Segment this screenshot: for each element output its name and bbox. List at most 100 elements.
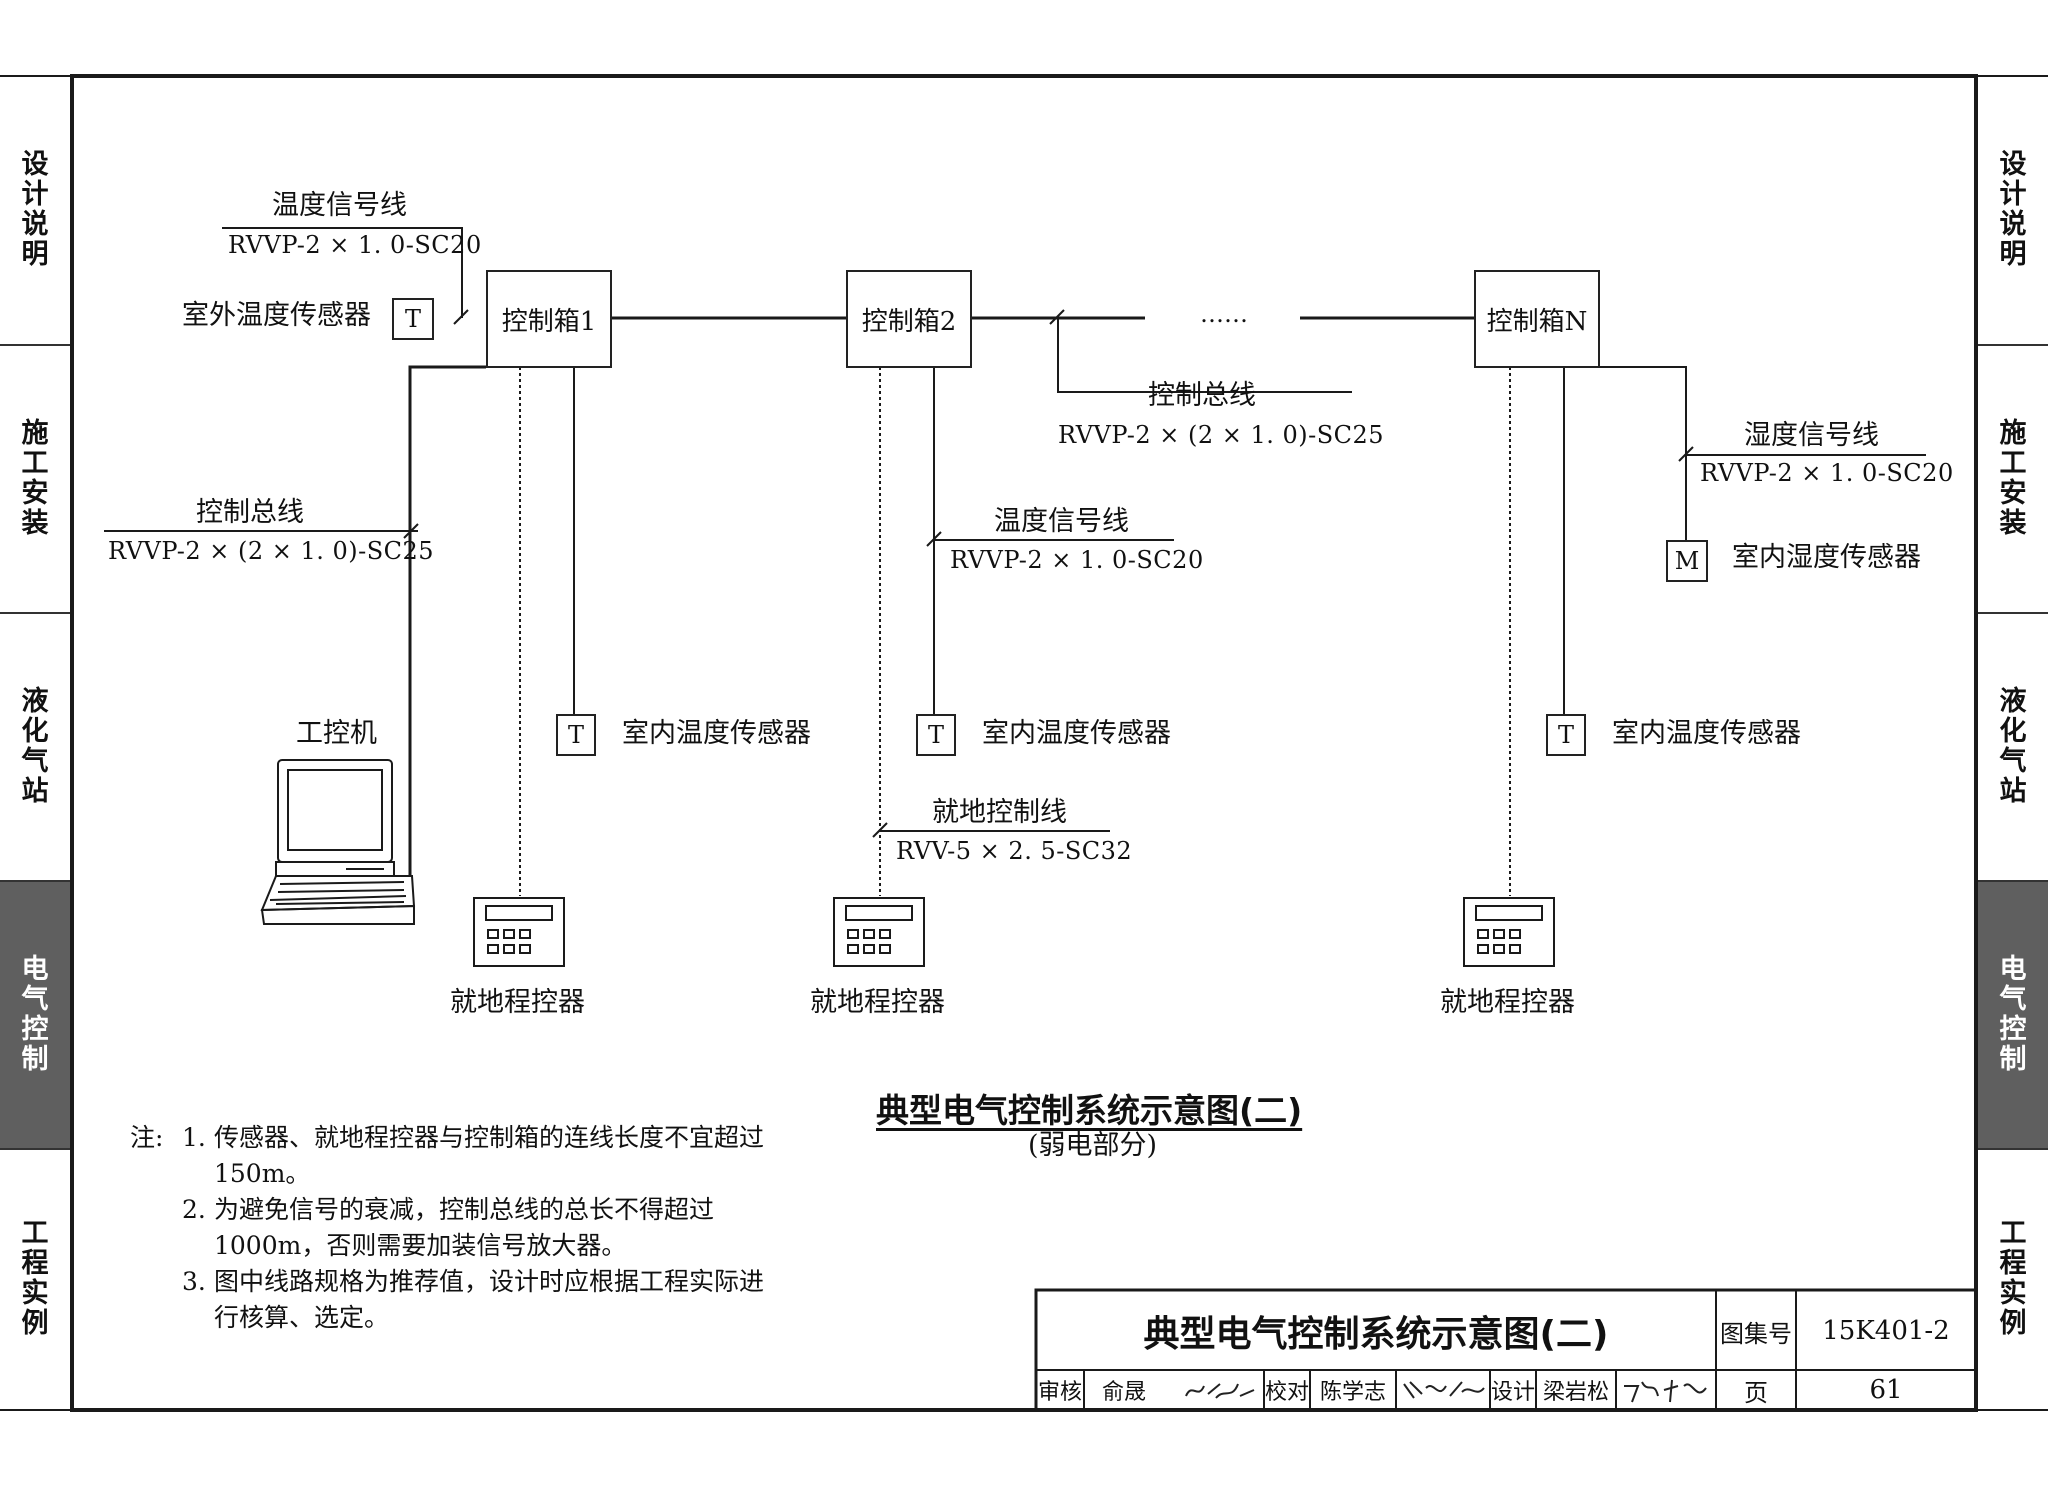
right-side-tabs: 设计说明 施工安装 液化气站 电气控制 工程实例 [1978,76,2048,1410]
local-controller-label-2: 就地程控器 [810,987,945,1018]
outdoor-temp-leader [222,227,463,318]
side-tab-label: 工程实例 [1999,1218,2027,1339]
bus-left-tick [403,523,419,539]
figure-title: 典型电气控制系统示意图(二) [876,1091,1303,1130]
outdoor-sensor-box: T [392,298,434,340]
indoor-sensor-box-1: T [556,714,596,756]
side-tab-label: 电气控制 [21,954,49,1075]
title-block-title: 典型电气控制系统示意图(二) [1143,1314,1609,1355]
atlas-number: 15K401-2 [1822,1316,1950,1346]
designer-signature [1624,1379,1707,1403]
temp-line-top-name: 温度信号线 [272,190,407,221]
note-text: 为避免信号的衰减，控制总线的总长不得超过1000m，否则需要加装信号放大器。 [214,1195,715,1260]
left-side-tabs: 设计说明 施工安装 液化气站 电气控制 工程实例 [0,76,70,1410]
side-tab-label: 电气控制 [1999,954,2027,1075]
note-number: 2. [182,1195,206,1224]
control-box-2: 控制箱2 [846,270,972,368]
note-number: 3. [182,1267,206,1296]
bus-mid-leader [1057,316,1352,393]
bus-ellipsis: …… [1200,300,1248,328]
local-controller-label-n: 就地程控器 [1440,987,1575,1018]
local-controller-label-1: 就地程控器 [450,987,585,1018]
designer-name: 梁岩松 [1542,1380,1609,1405]
tab-divider [1978,344,2048,346]
temp-line-top-spec: RVVP-2 × 1. 0-SC20 [228,231,482,259]
drawing-frame [70,74,1978,1412]
note-number: 1. [182,1123,206,1152]
indoor-sensor-label-n: 室内温度传感器 [1612,718,1801,749]
bus-left-spec: RVVP-2 × (2 × 1. 0)-SC25 [108,537,435,565]
side-tab-label: 设计说明 [1999,149,2027,270]
side-tab-label: 工程实例 [21,1218,49,1339]
tab-divider [1978,880,2048,882]
local-line-name: 就地控制线 [932,797,1067,828]
side-tab-design-notes[interactable]: 设计说明 [1978,76,2048,344]
local-controller-icon-2 [833,897,925,967]
side-tab-project-examples[interactable]: 工程实例 [0,1150,70,1408]
side-tab-construction[interactable]: 施工安装 [0,346,70,612]
temp-mid-tick [926,531,942,547]
side-tab-label: 液化气站 [21,686,49,807]
indoor-sensor-box-2: T [916,714,956,756]
tab-divider [1978,612,2048,614]
check-label: 校对 [1264,1380,1309,1405]
tab-divider [1978,1148,2048,1150]
bus-mid-spec: RVVP-2 × (2 × 1. 0)-SC25 [1058,421,1385,449]
local-controller-icon-1 [473,897,565,967]
side-tab-project-examples[interactable]: 工程实例 [1978,1150,2048,1408]
humidity-tick [1678,446,1694,462]
page-number: 61 [1869,1375,1903,1405]
bus-mid-tick [1049,309,1065,325]
figure-subtitle: (弱电部分) [1028,1130,1158,1161]
checker-signature [1403,1381,1485,1399]
ipc-bus-line [408,365,486,876]
note-text: 传感器、就地程控器与控制箱的连线长度不宜超过150m。 [214,1123,765,1188]
page-label: 页 [1744,1378,1768,1407]
tab-divider [0,612,70,614]
outdoor-temp-tick [453,309,469,325]
control-box-1: 控制箱1 [486,270,612,368]
control-box-n: 控制箱N [1474,270,1600,368]
indoor-sensor-box-n: T [1546,714,1586,756]
temp-line-mid-name: 温度信号线 [994,506,1129,537]
tab-divider [0,1148,70,1150]
atlas-label: 图集号 [1720,1319,1792,1348]
tab-divider [0,344,70,346]
side-tab-construction[interactable]: 施工安装 [1978,346,2048,612]
design-label: 设计 [1490,1380,1535,1405]
side-tab-label: 施工安装 [1999,418,2027,539]
reviewer-signature [1185,1383,1255,1399]
side-tab-lpg-station[interactable]: 液化气站 [0,614,70,880]
side-tab-label: 施工安装 [21,418,49,539]
local-line-tick [872,822,888,838]
temp-line-mid-spec: RVVP-2 × 1. 0-SC20 [950,546,1204,574]
bus-left-name: 控制总线 [196,497,304,528]
side-tab-lpg-station[interactable]: 液化气站 [1978,614,2048,880]
humidity-sensor-label: 室内湿度传感器 [1732,542,1921,573]
indoor-sensor-label-1: 室内温度传感器 [622,718,811,749]
bus-mid-name: 控制总线 [1148,380,1256,411]
humidity-line-spec: RVVP-2 × 1. 0-SC20 [1700,459,1954,487]
note-text: 图中线路规格为推荐值，设计时应根据工程实际进行核算、选定。 [214,1267,765,1332]
side-tab-electrical-control[interactable]: 电气控制 [1978,882,2048,1148]
local-line-spec: RVV-5 × 2. 5-SC32 [896,837,1133,865]
side-tab-label: 设计说明 [21,149,49,270]
ipc-label: 工控机 [296,718,377,749]
notes-prefix: 注: [130,1123,164,1152]
checker-name: 陈学志 [1319,1380,1386,1405]
review-label: 审核 [1037,1380,1082,1405]
outdoor-sensor-label: 室外温度传感器 [182,300,371,331]
indoor-sensor-label-2: 室内温度传感器 [982,718,1171,749]
side-tab-electrical-control[interactable]: 电气控制 [0,882,70,1148]
side-tab-label: 液化气站 [1999,686,2027,807]
industrial-pc-icon [260,759,416,925]
tab-divider [0,880,70,882]
reviewer-name: 俞晟 [1101,1380,1146,1405]
humidity-sensor-box: M [1666,540,1708,582]
humidity-line-name: 湿度信号线 [1744,420,1879,451]
local-controller-icon-n [1463,897,1555,967]
side-tab-design-notes[interactable]: 设计说明 [0,76,70,344]
title-block-frame [1034,1288,1978,1412]
humidity-leader [1570,366,1687,540]
